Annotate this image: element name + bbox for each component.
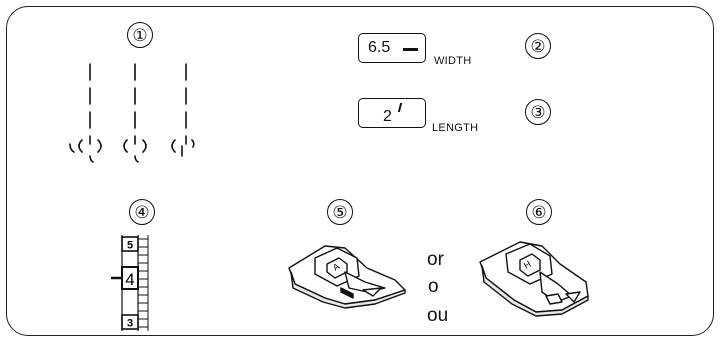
zigzag-foot-a-illustration: A xyxy=(285,238,410,313)
width-value: 6.5 xyxy=(368,39,390,57)
length-mark xyxy=(398,103,402,112)
width-mark xyxy=(403,48,418,51)
dial-scale-illustration: 5 4 3 xyxy=(110,233,170,333)
scale-selected-number: 4 xyxy=(125,270,134,289)
scale-upper-number: 5 xyxy=(127,240,133,252)
or-spanish: o xyxy=(428,276,439,298)
step-4-marker: ④ xyxy=(129,199,155,225)
or-french: ou xyxy=(427,305,448,327)
scale-lower-number: 3 xyxy=(127,318,133,330)
length-value: 2 xyxy=(383,108,392,126)
width-label: WIDTH xyxy=(434,55,472,67)
step-5-marker: ⑤ xyxy=(327,199,353,225)
presser-foot-h-illustration: H xyxy=(476,236,601,318)
length-label: LENGTH xyxy=(432,122,478,134)
step-2-marker: ② xyxy=(525,33,551,59)
step-3-marker: ③ xyxy=(525,99,551,125)
stitch-pattern-illustration xyxy=(60,60,220,170)
step-1-marker: ① xyxy=(127,22,153,48)
length-dial: 2 xyxy=(358,98,426,128)
or-english: or xyxy=(427,249,444,271)
step-6-marker: ⑥ xyxy=(526,199,552,225)
width-dial: 6.5 xyxy=(358,33,426,63)
